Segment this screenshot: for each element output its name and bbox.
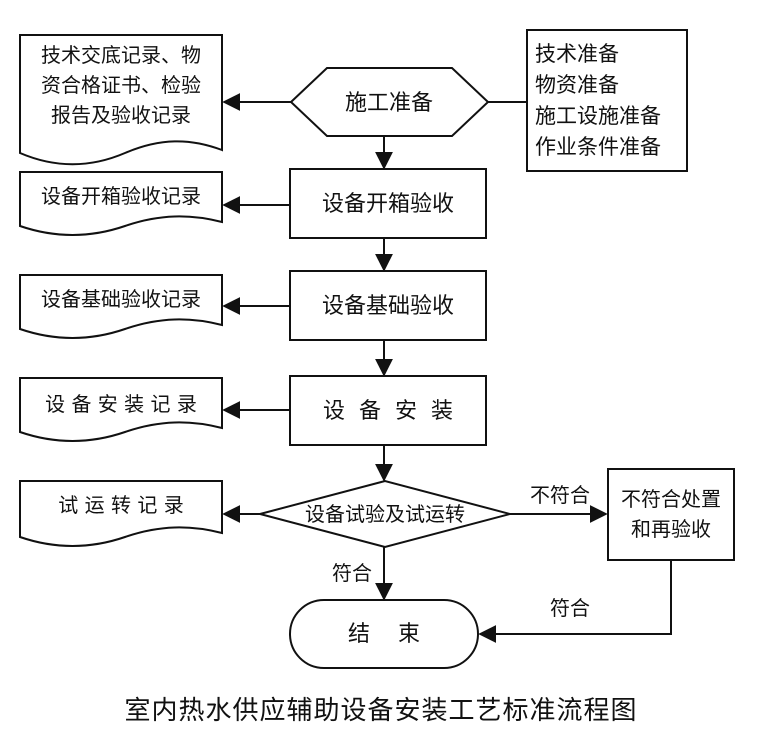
edge-label-fail: 不符合	[530, 483, 590, 507]
edge-label-pass-back: 符合	[550, 596, 590, 620]
record-unboxing-label: 设备开箱验收记录	[41, 184, 201, 208]
node-nonconformance-handling: 不符合处置 和再验收	[607, 468, 735, 561]
record-prep-line-2: 资合格证书、检验	[41, 73, 201, 97]
record-prep-line-3: 报告及验收记录	[51, 103, 191, 127]
prep-item: 施工设施准备	[535, 104, 661, 128]
prep-item: 物资准备	[535, 73, 619, 97]
node-test-run: 设备试验及试运转	[256, 479, 514, 549]
node-unboxing-inspection: 设备开箱验收	[289, 168, 487, 239]
record-test-run: 试 运 转 记 录	[19, 480, 223, 547]
node-end: 结 束	[289, 599, 479, 669]
node-nonconformance-line-1: 不符合处置	[621, 487, 721, 511]
node-construction-prep: 施工准备	[289, 67, 490, 137]
node-equipment-installation-label: 设 备 安 装	[323, 399, 453, 424]
record-prep-line-1: 技术交底记录、物	[41, 43, 201, 67]
diagram-title: 室内热水供应辅助设备安装工艺标准流程图	[124, 696, 638, 726]
node-nonconformance-line-2: 和再验收	[631, 517, 711, 541]
node-equipment-installation: 设 备 安 装	[289, 375, 487, 446]
prep-items-box: 技术准备 物资准备 施工设施准备 作业条件准备	[526, 29, 688, 172]
record-prep-documents: 技术交底记录、物 资合格证书、检验 报告及验收记录	[19, 34, 223, 166]
record-foundation-label: 设备基础验收记录	[41, 287, 201, 311]
record-installation-label: 设 备 安 装 记 录	[45, 392, 197, 416]
node-construction-prep-label: 施工准备	[345, 91, 433, 116]
record-test-run-label: 试 运 转 记 录	[58, 493, 183, 517]
node-test-run-label: 设备试验及试运转	[305, 502, 465, 526]
arrow-nonconformance-to-end	[478, 560, 672, 643]
prep-item: 作业条件准备	[535, 135, 661, 159]
node-end-label: 结 束	[348, 622, 420, 647]
record-foundation: 设备基础验收记录	[19, 274, 223, 339]
node-foundation-inspection-label: 设备基础验收	[322, 294, 454, 319]
prep-item: 技术准备	[535, 42, 619, 66]
record-installation: 设 备 安 装 记 录	[19, 377, 223, 442]
record-unboxing: 设备开箱验收记录	[19, 171, 223, 236]
node-foundation-inspection: 设备基础验收	[289, 270, 487, 341]
node-unboxing-inspection-label: 设备开箱验收	[322, 192, 454, 217]
edge-label-pass-down: 符合	[332, 561, 372, 585]
